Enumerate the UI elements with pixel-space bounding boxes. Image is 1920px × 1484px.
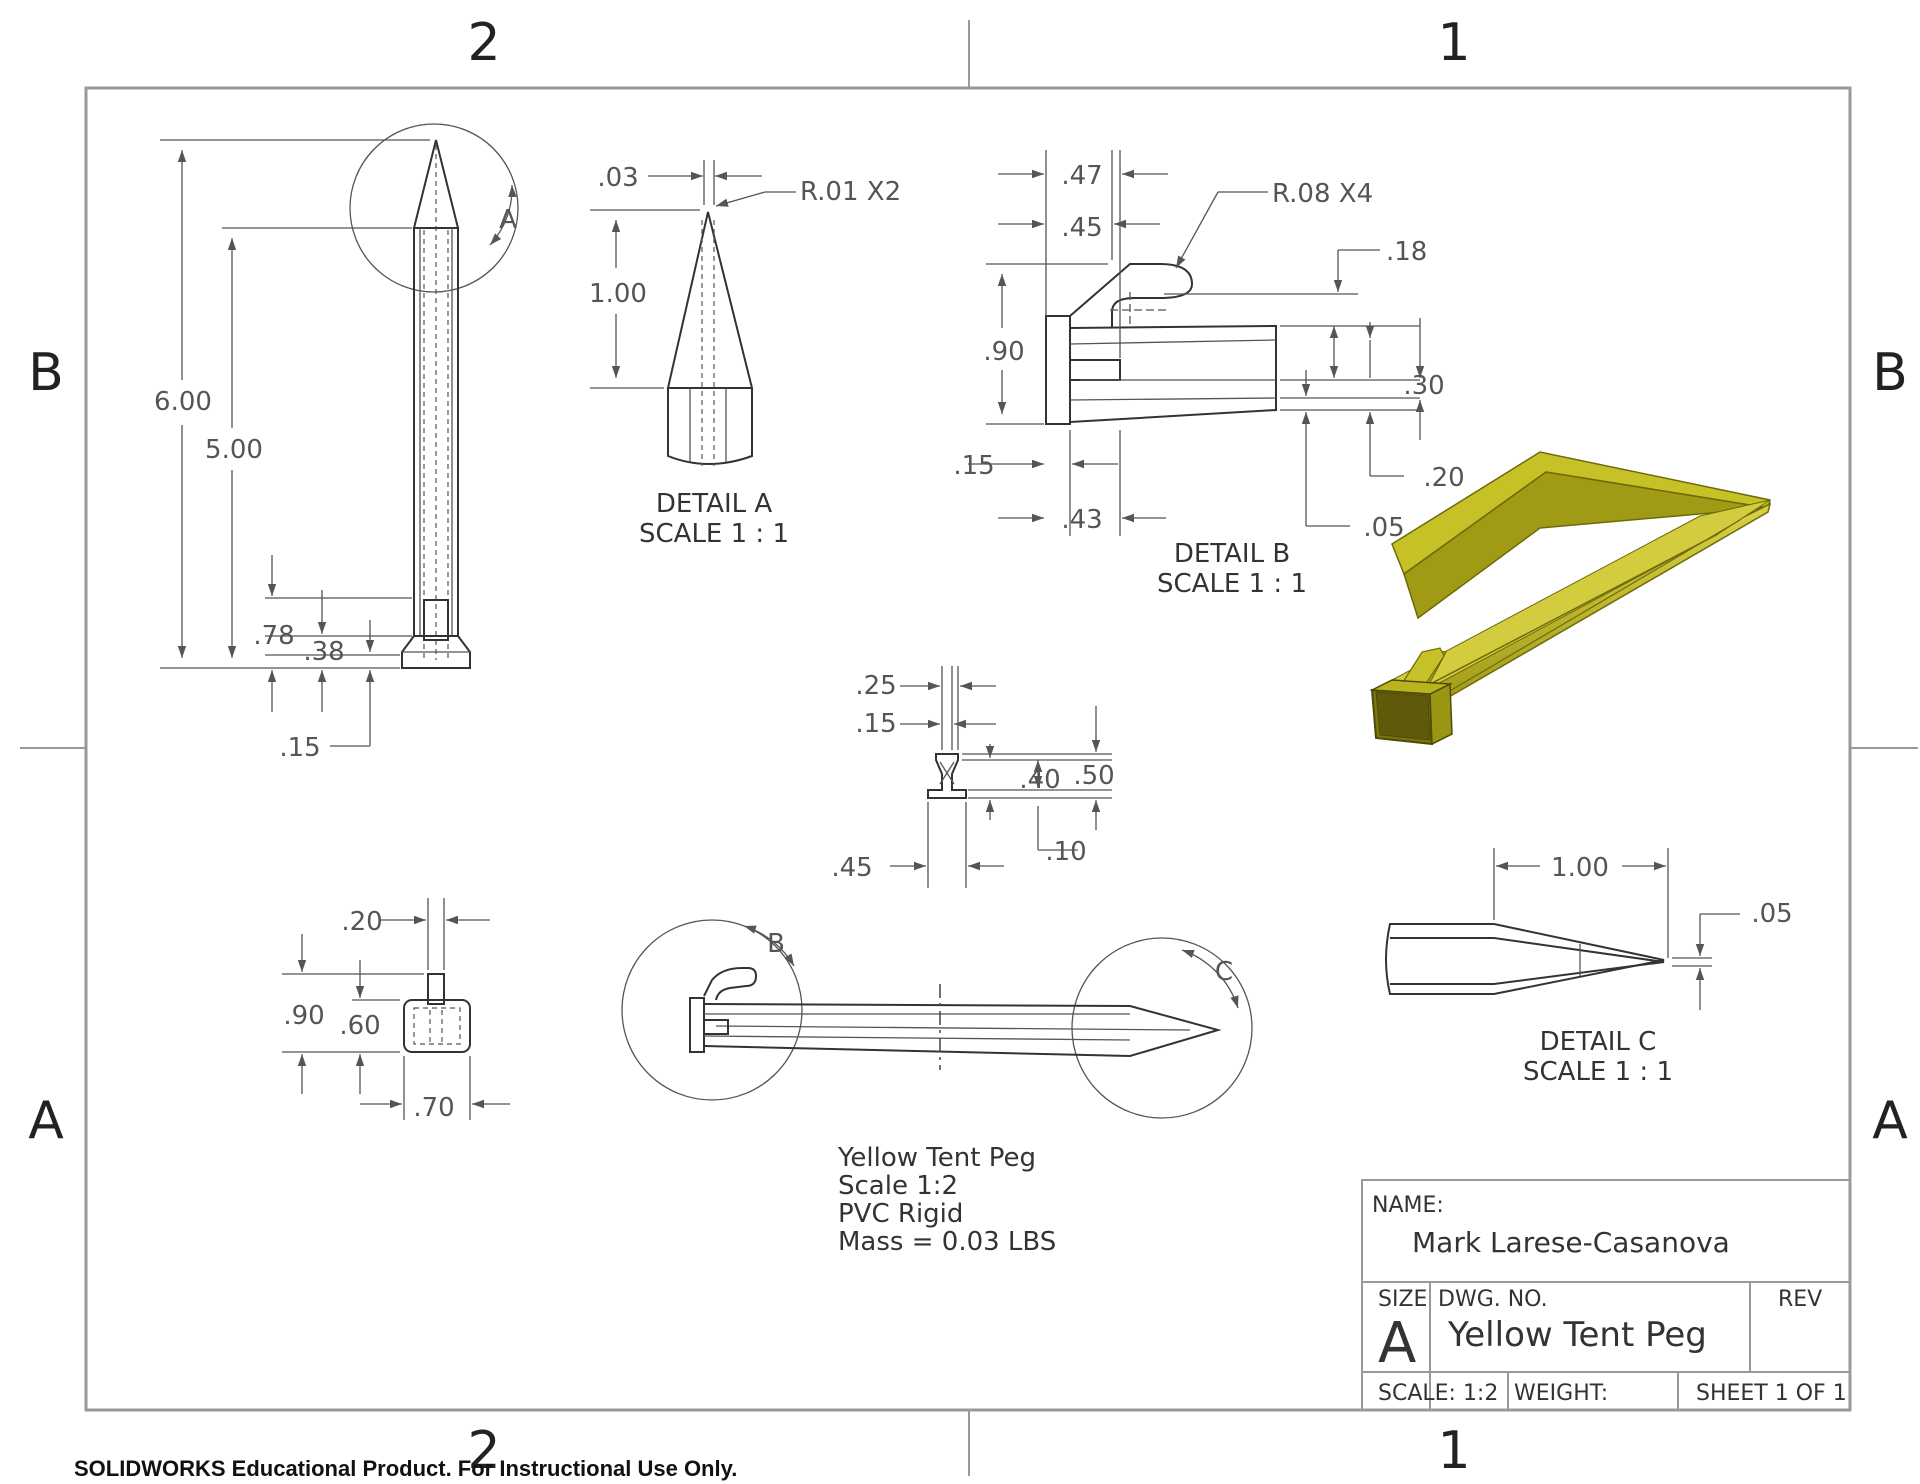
dim-15b: .15	[953, 451, 994, 481]
dim-detail-c-length: 1.00	[1551, 853, 1609, 883]
detail-c: 1.00 .05 DETAIL C SCALE 1 : 1	[1385, 848, 1793, 1087]
end-view: .20 .90 .60 .70	[282, 898, 510, 1123]
dim-20e: .20	[341, 907, 382, 937]
dim-90e: .90	[283, 1001, 324, 1031]
drawing-notes: Yellow Tent Peg Scale 1:2 PVC Rigid Mass…	[837, 1143, 1056, 1257]
detail-b-title: DETAIL B	[1174, 539, 1290, 569]
dim-18: .18	[1386, 237, 1427, 267]
dim-78: .78	[253, 621, 294, 651]
note-line: Mass = 0.03 LBS	[838, 1227, 1056, 1257]
dim-43: .43	[1061, 505, 1102, 535]
dim-15: .15	[279, 733, 320, 763]
title-block-name-label: NAME:	[1372, 1193, 1444, 1218]
dim-90: .90	[983, 337, 1024, 367]
detail-c-callout-circle	[1071, 937, 1253, 1119]
educational-footer: SOLIDWORKS Educational Product. For Inst…	[74, 1456, 737, 1481]
dim-tip-length: 1.00	[589, 279, 647, 309]
zone-left-upper: B	[28, 343, 64, 403]
dim-60e: .60	[339, 1011, 380, 1041]
detail-a: .03 R.01 X2 1.00 DETAIL A SCALE 1 : 1	[589, 160, 901, 549]
zone-right-lower: A	[1872, 1091, 1908, 1151]
title-block-rev-label: REV	[1778, 1287, 1822, 1312]
title-block-dwg-number: Yellow Tent Peg	[1447, 1315, 1707, 1355]
callout-b-label: B	[767, 929, 785, 959]
title-block-sheet: SHEET 1 OF 1	[1696, 1381, 1847, 1406]
sheet-border	[20, 20, 1918, 1476]
dim-30: .30	[1403, 371, 1444, 401]
note-line: Yellow Tent Peg	[837, 1143, 1036, 1173]
note-line: Scale 1:2	[838, 1171, 958, 1201]
title-block-scale: SCALE: 1:2	[1378, 1381, 1498, 1406]
dim-tip-width: .03	[597, 163, 638, 193]
zone-top-right: 1	[1437, 13, 1470, 73]
zone-right-upper: B	[1872, 343, 1908, 403]
dim-shaft-length: 5.00	[205, 435, 263, 465]
section-view: .25 .15 .40 .50 .10 .45	[831, 666, 1115, 888]
dim-20: .20	[1423, 463, 1464, 493]
detail-a-callout-circle	[349, 123, 519, 293]
dim-45: .45	[1061, 213, 1102, 243]
dim-38: .38	[303, 637, 344, 667]
callout-a-label: A	[499, 205, 517, 235]
detail-c-title: DETAIL C	[1540, 1027, 1657, 1057]
dim-overall-length: 6.00	[154, 387, 212, 417]
callout-c-label: C	[1215, 957, 1233, 987]
isometric-model	[1369, 451, 1772, 746]
title-block-size: A	[1378, 1311, 1416, 1376]
title-block-dwg-label: DWG. NO.	[1438, 1287, 1548, 1312]
dim-10: .10	[1045, 837, 1086, 867]
detail-b-scale: SCALE 1 : 1	[1157, 569, 1307, 599]
dim-15c: .15	[855, 709, 896, 739]
dim-05b: .05	[1363, 513, 1404, 543]
title-block: NAME: Mark Larese-Casanova SIZE A DWG. N…	[1361, 1179, 1851, 1411]
detail-b-callout-circle	[621, 919, 803, 1101]
dim-70e: .70	[413, 1093, 454, 1123]
dim-40: .40	[1019, 765, 1060, 795]
dim-tip-radius: R.01 X2	[800, 177, 901, 207]
detail-c-scale: SCALE 1 : 1	[1523, 1057, 1673, 1087]
dim-radius-r08: R.08 X4	[1272, 179, 1373, 209]
dim-45c: .45	[831, 853, 872, 883]
dim-50: .50	[1073, 761, 1114, 791]
dim-47: .47	[1061, 161, 1102, 191]
title-block-name: Mark Larese-Casanova	[1412, 1226, 1730, 1259]
side-view-dimensions: 6.00 5.00 .78 .38 .15	[154, 139, 430, 763]
title-block-weight: WEIGHT:	[1514, 1381, 1608, 1406]
zone-bottom-left: 2	[467, 1421, 500, 1481]
detail-a-title: DETAIL A	[656, 489, 773, 519]
dim-detail-c-05: .05	[1751, 899, 1792, 929]
zone-bottom-right: 1	[1437, 1421, 1470, 1481]
zone-left-lower: A	[28, 1091, 64, 1151]
title-block-size-label: SIZE	[1378, 1287, 1427, 1312]
zone-top-left: 2	[467, 13, 500, 73]
note-line: PVC Rigid	[838, 1199, 963, 1229]
detail-b: .47 .45 R.08 X4 .18 .90 .30 .15 .20 .43 …	[953, 150, 1465, 599]
detail-a-scale: SCALE 1 : 1	[639, 519, 789, 549]
side-view: A	[349, 123, 519, 669]
top-view: B C	[621, 919, 1253, 1119]
dim-25: .25	[855, 671, 896, 701]
